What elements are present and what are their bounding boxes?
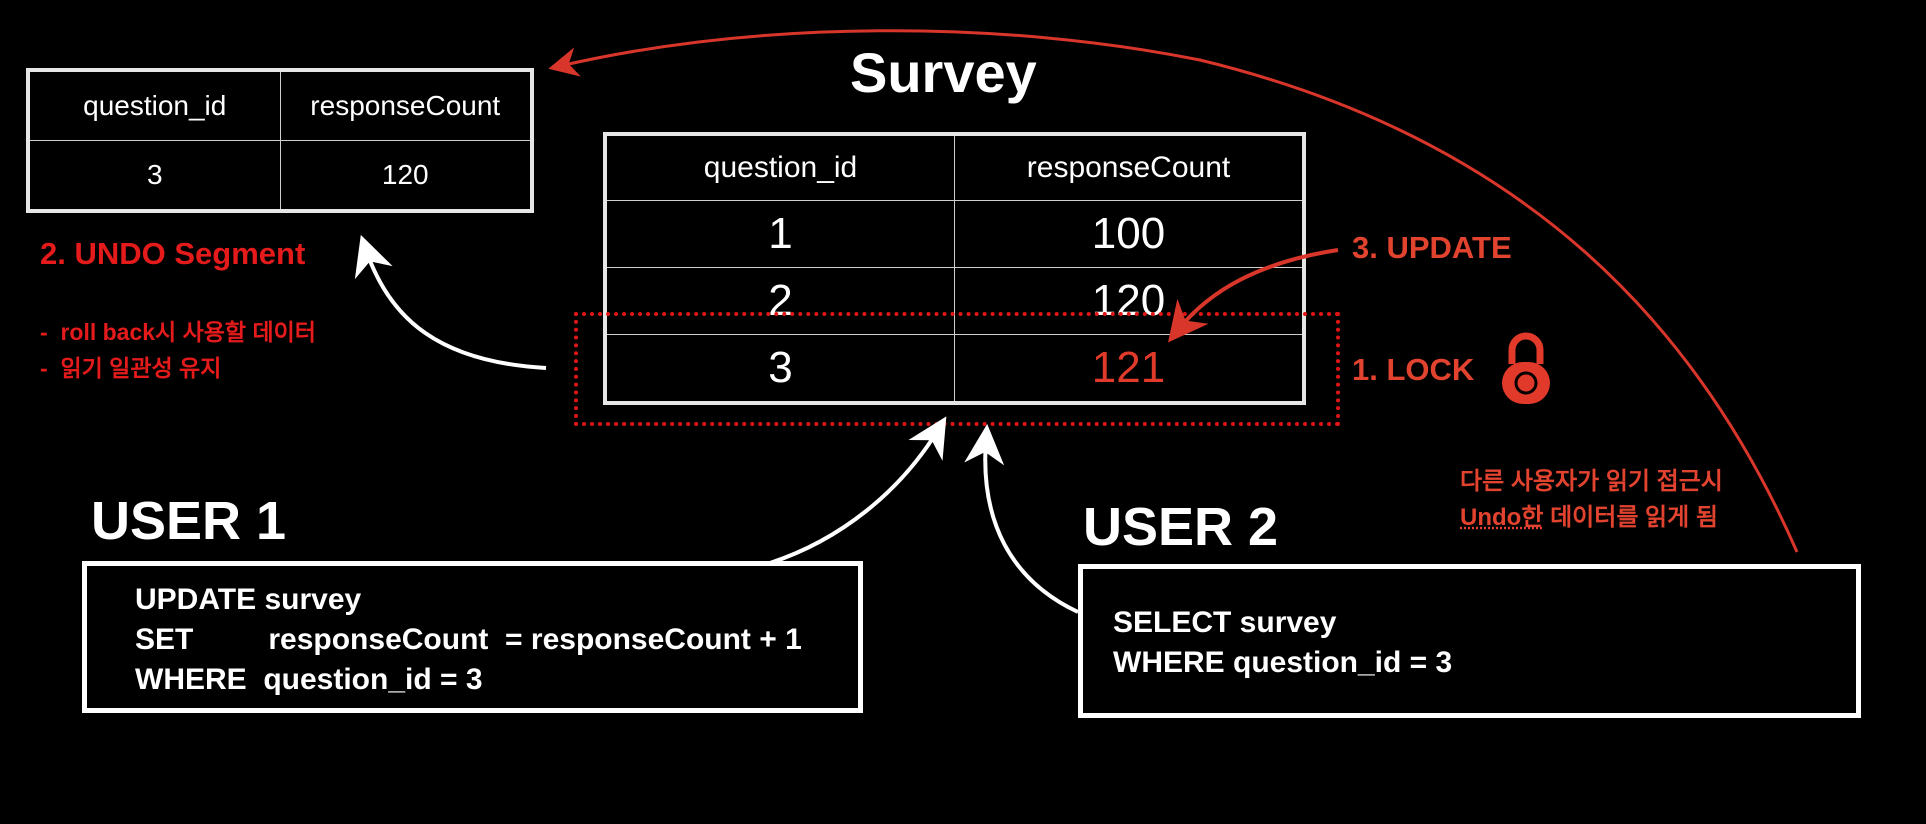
survey-cell-question-id: 1 (604, 200, 955, 268)
other-user-note-line1: 다른 사용자가 읽기 접근시 (1460, 468, 1723, 495)
undo-cell-question-id: 3 (27, 140, 281, 212)
sql-line: UPDATE survey (135, 583, 362, 616)
user2-sql-box: SELECT survey WHERE question_id = 3 (1078, 564, 1861, 718)
lock-label: 1. LOCK (1352, 352, 1475, 387)
sql-line: WHERE question_id = 3 (1113, 646, 1453, 679)
arrow-icon (964, 424, 1079, 614)
other-user-note-line2: Undo한 데이터를 읽게 됨 (1460, 500, 1723, 536)
undo-header-response-count: responseCount (279, 69, 533, 141)
other-user-note: 다른 사용자가 읽기 접근시 Undo한 데이터를 읽게 됨 (1460, 464, 1723, 536)
undo-word: Undo한 (1460, 504, 1544, 531)
undo-notes: roll back시 사용할 데이터 읽기 일관성 유지 (40, 314, 316, 386)
lock-icon (1502, 332, 1550, 404)
update-label: 3. UPDATE (1352, 230, 1512, 265)
user2-title: USER 2 (1083, 497, 1279, 557)
undo-header-question-id: question_id (27, 69, 281, 141)
arrow-icon (354, 234, 547, 370)
undo-segment-label: 2. UNDO Segment (40, 236, 306, 271)
survey-cell-response-count: 100 (954, 200, 1305, 268)
other-user-note-rest: 데이터를 읽게 됨 (1543, 504, 1718, 531)
undo-note-consistency: 읽기 일관성 유지 (40, 350, 316, 386)
user1-sql-box: UPDATE survey SET responseCount = respon… (82, 561, 863, 713)
user1-title: USER 1 (91, 491, 287, 551)
survey-title: Survey (850, 41, 1037, 104)
undo-segment-table: question_id responseCount 3 120 (26, 68, 534, 213)
survey-header-question-id: question_id (604, 133, 955, 201)
undo-table-header-row: question_id responseCount (27, 69, 533, 141)
sql-line: SET responseCount = responseCount + 1 (135, 623, 802, 656)
sql-line: SELECT survey (1113, 606, 1337, 639)
undo-note-rollback: roll back시 사용할 데이터 (40, 314, 316, 350)
sql-line: WHERE question_id = 3 (135, 663, 483, 696)
survey-header-response-count: responseCount (954, 133, 1305, 201)
table-row: 1 100 (604, 200, 1305, 268)
arrow-icon (769, 416, 947, 565)
locked-row-highlight (574, 312, 1340, 426)
survey-table-header-row: question_id responseCount (604, 133, 1305, 201)
undo-table-row: 3 120 (27, 140, 533, 212)
undo-cell-response-count: 120 (279, 140, 533, 212)
